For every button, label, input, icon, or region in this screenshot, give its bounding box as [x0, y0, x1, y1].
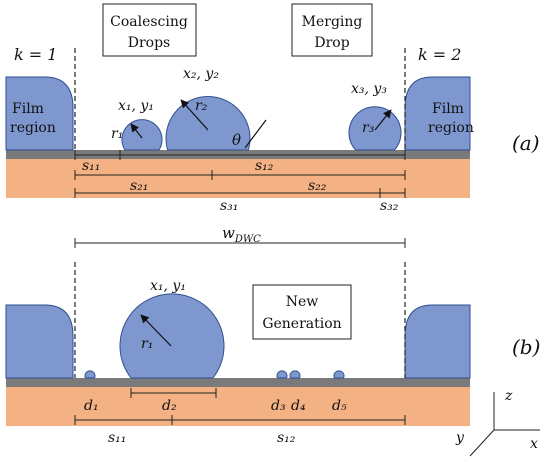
small-drop-d1 [84, 370, 96, 379]
panel-a-label: (a) [512, 131, 540, 155]
dim-s21: s₂₁ [130, 178, 148, 194]
film-region-left-a [5, 76, 74, 151]
new-generation-line2: Generation [262, 316, 341, 332]
drop-1-b [119, 293, 225, 379]
radius-arrow-b [140, 314, 172, 347]
panel-b: New Generation x₁, y₁ r₁ d₁ d₂ d₃ d₄ d₅ … [5, 262, 540, 457]
drop-3-a [348, 106, 402, 151]
radius-arrow-1 [130, 123, 143, 139]
panel-b-label: (b) [512, 335, 540, 359]
radius-arrow-3 [374, 109, 392, 131]
drop-1-b-coord: x₁, y₁ [150, 278, 186, 294]
coalescing-box-line1: Coalescing [110, 14, 188, 30]
drop-3-radius: r₃ [362, 120, 375, 136]
film-region-left-b [5, 304, 74, 379]
drop-2-a [165, 96, 251, 151]
coalescing-box [102, 3, 197, 57]
merging-box-line1: Merging [302, 14, 363, 30]
dim-s12-a: s₁₂ [255, 158, 274, 174]
theta-label: θ [232, 131, 241, 149]
dim-s32: s₃₂ [380, 198, 399, 214]
film-right-line2: region [428, 120, 474, 136]
drop-1-a [121, 119, 163, 151]
label-d4: d₄ [291, 398, 306, 414]
film-left-line1: Film [12, 101, 44, 117]
dim-s11-a: s₁₁ [82, 158, 100, 174]
merging-box-line2: Drop [314, 35, 349, 51]
film-left-line2: region [10, 120, 56, 136]
small-drop-d5 [333, 370, 345, 379]
small-drop-d3 [276, 370, 288, 379]
axis-y: y [455, 430, 465, 446]
radius-arrow-2 [180, 99, 209, 131]
axis-x: x [530, 436, 538, 452]
substrate-gray-b [6, 378, 470, 387]
film-right-line1: Film [432, 101, 464, 117]
substrate-orange-b [6, 386, 470, 426]
new-generation-box [252, 284, 352, 340]
axis-z: z [504, 388, 513, 404]
drop-1-coord: x₁, y₁ [118, 98, 154, 114]
contact-angle-tangent [244, 119, 267, 149]
label-d3: d₃ [271, 398, 286, 414]
substrate-orange-a [6, 158, 470, 198]
merging-box [291, 3, 373, 57]
film-region-right-b [404, 304, 471, 379]
drop-3-coord: x₃, y₃ [351, 81, 387, 97]
dimension-lines-a [74, 150, 406, 248]
dim-s11-b: s₁₁ [108, 430, 126, 446]
new-generation-line1: New [286, 294, 319, 310]
label-d5: d₅ [332, 398, 347, 414]
drop-2-coord: x₂, y₂ [183, 66, 219, 82]
drop-1-radius: r₁ [111, 126, 123, 142]
dimension-lines-b [74, 388, 406, 425]
panel-a: Film region Film region k = 1 k = 2 Coal… [5, 3, 540, 248]
dim-s12-b: s₁₂ [277, 430, 296, 446]
coordinate-axes [469, 392, 540, 457]
coalescing-box-line2: Drops [128, 35, 171, 51]
small-drop-d4 [289, 370, 301, 379]
label-d2: d₂ [162, 398, 177, 414]
k-left-label: k = 1 [14, 45, 57, 64]
dim-wdwc: wDWC [222, 224, 261, 245]
drop-1-b-radius: r₁ [141, 336, 153, 352]
drop-2-radius: r₂ [195, 98, 208, 114]
k-right-label: k = 2 [418, 45, 461, 64]
label-d1: d₁ [84, 398, 99, 414]
dim-s31: s₃₁ [220, 198, 238, 214]
dim-s22: s₂₂ [308, 178, 327, 194]
